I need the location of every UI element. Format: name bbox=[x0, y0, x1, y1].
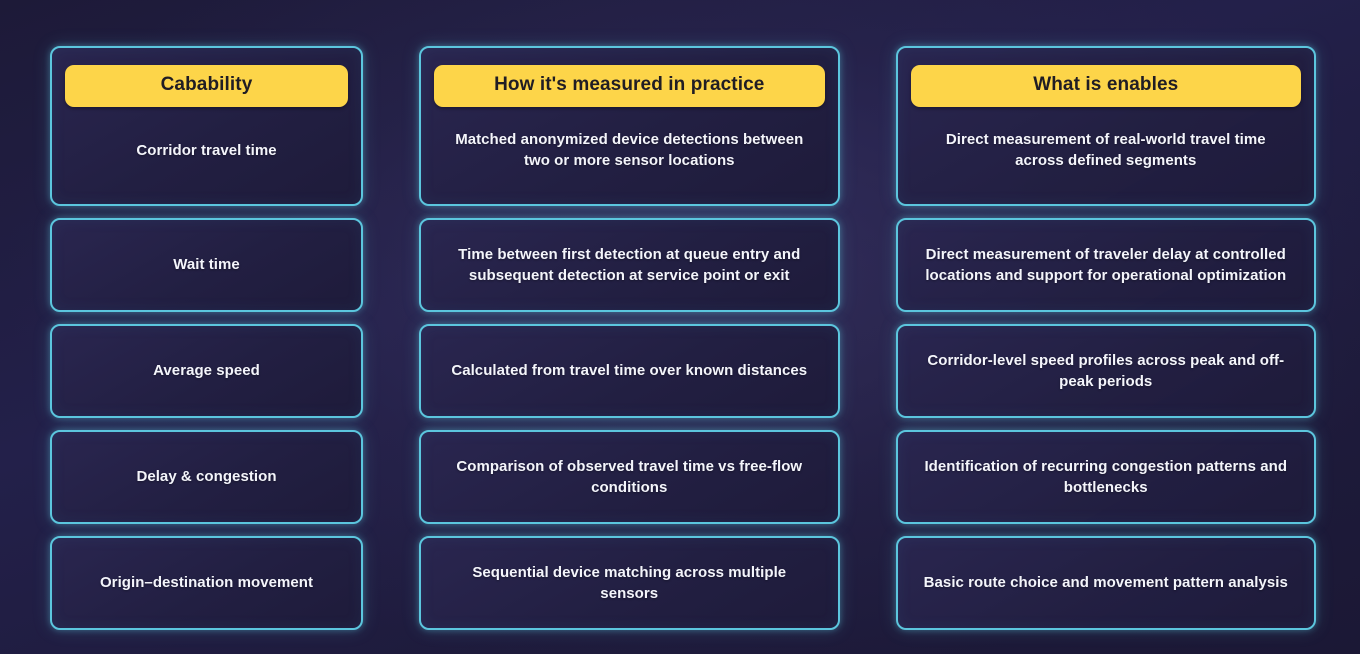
cell-capability-row-2: Wait time bbox=[50, 218, 363, 312]
cell-measured-row-3: Calculated from travel time over known d… bbox=[419, 324, 840, 418]
cell-enables-row-1: Direct measurement of real-world travel … bbox=[898, 107, 1315, 204]
cell-capability-row-4: Delay & congestion bbox=[50, 430, 363, 524]
cell-measured-row-2: Time between first detection at queue en… bbox=[419, 218, 840, 312]
cell-capability-row-5: Origin–destination movement bbox=[50, 536, 363, 630]
cell-text: Calculated from travel time over known d… bbox=[451, 362, 808, 380]
cell-text: Origin–destination movement bbox=[99, 574, 314, 592]
cell-text: Sequential device matching across multip… bbox=[472, 563, 787, 602]
cell-text: Direct measurement of real-world travel … bbox=[945, 131, 1266, 170]
cell-text: Wait time bbox=[173, 256, 240, 274]
cell-text: Corridor-level speed profiles across pea… bbox=[927, 351, 1285, 390]
cell-enables-row-4: Identification of recurring congestion p… bbox=[895, 430, 1316, 524]
cell-text: Matched anonymized device detections bet… bbox=[455, 131, 804, 170]
cell-text: Corridor travel time bbox=[136, 141, 277, 159]
column-header-card-measured: How it's measured in practice Matched an… bbox=[419, 46, 840, 206]
cell-text: Basic route choice and movement pattern … bbox=[923, 574, 1288, 592]
cell-capability-row-1: Corridor travel time bbox=[114, 107, 298, 204]
cell-measured-row-5: Sequential device matching across multip… bbox=[419, 536, 840, 630]
cell-enables-row-2: Direct measurement of traveler delay at … bbox=[895, 218, 1316, 312]
cell-measured-row-4: Comparison of observed travel time vs fr… bbox=[419, 430, 840, 524]
column-header-measured: How it's measured in practice bbox=[434, 65, 825, 107]
cell-text: Identification of recurring congestion p… bbox=[924, 457, 1288, 496]
cell-text: Average speed bbox=[153, 362, 260, 380]
cell-text: Direct measurement of traveler delay at … bbox=[925, 245, 1287, 284]
cell-capability-row-3: Average speed bbox=[50, 324, 363, 418]
column-header-card-capability: Cabability Corridor travel time bbox=[50, 46, 363, 206]
column-header-enables: What is enables bbox=[910, 65, 1301, 107]
cell-measured-row-1: Matched anonymized device detections bet… bbox=[421, 107, 838, 204]
cell-text: Delay & congestion bbox=[136, 468, 277, 486]
column-header-card-enables: What is enables Direct measurement of re… bbox=[895, 46, 1316, 206]
cell-text: Comparison of observed travel time vs fr… bbox=[456, 457, 803, 496]
cell-enables-row-5: Basic route choice and movement pattern … bbox=[895, 536, 1316, 630]
cell-enables-row-3: Corridor-level speed profiles across pea… bbox=[895, 324, 1316, 418]
column-header-capability: Cabability bbox=[65, 65, 348, 107]
capability-grid: Cabability Corridor travel time How it's… bbox=[50, 46, 1316, 630]
cell-text: Time between first detection at queue en… bbox=[458, 245, 801, 284]
